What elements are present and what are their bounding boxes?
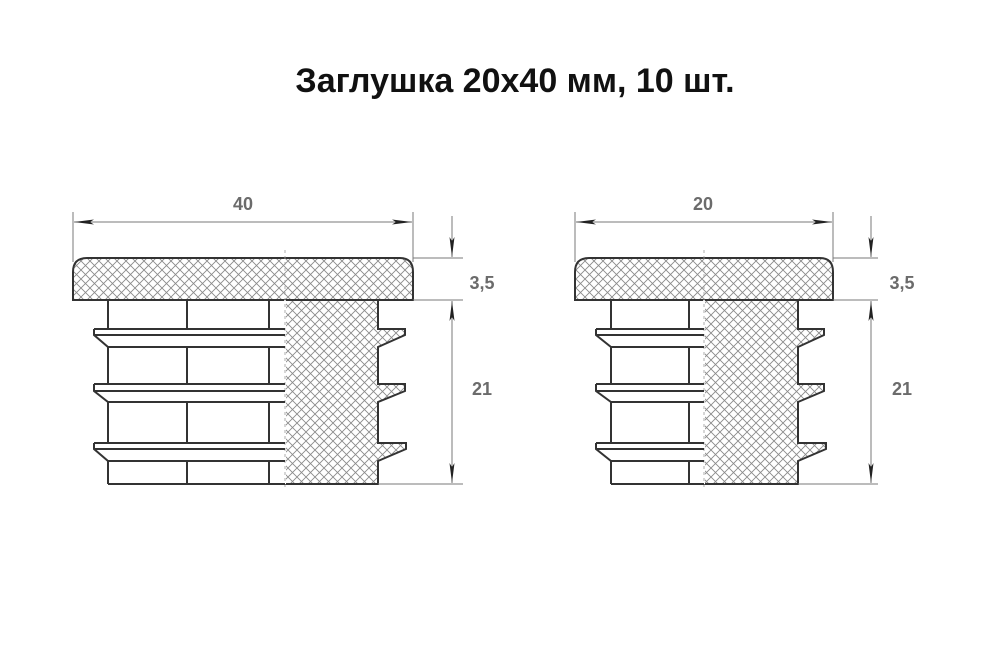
stem-body — [93, 300, 285, 485]
stem-section — [284, 299, 407, 485]
stem-section — [703, 299, 827, 485]
view-20: 20 3,5 21 — [574, 194, 915, 490]
cap-section — [72, 257, 414, 301]
cap-section — [574, 257, 834, 301]
stem-height-label: 21 — [892, 379, 912, 399]
stem-body — [595, 300, 704, 485]
width-label: 20 — [693, 194, 713, 214]
drawing-title: Заглушка 20x40 мм, 10 шт. — [295, 62, 735, 100]
height-dimensions: 3,5 21 — [798, 216, 915, 485]
height-dimensions: 3,5 21 — [378, 216, 495, 485]
width-dimension: 20 — [574, 194, 834, 262]
width-dimension: 40 — [72, 194, 414, 262]
cap-height-label: 3,5 — [469, 273, 494, 293]
cap-height-label: 3,5 — [889, 273, 914, 293]
view-40: 40 — [72, 194, 495, 490]
stem-height-label: 21 — [472, 379, 492, 399]
width-label: 40 — [233, 194, 253, 214]
